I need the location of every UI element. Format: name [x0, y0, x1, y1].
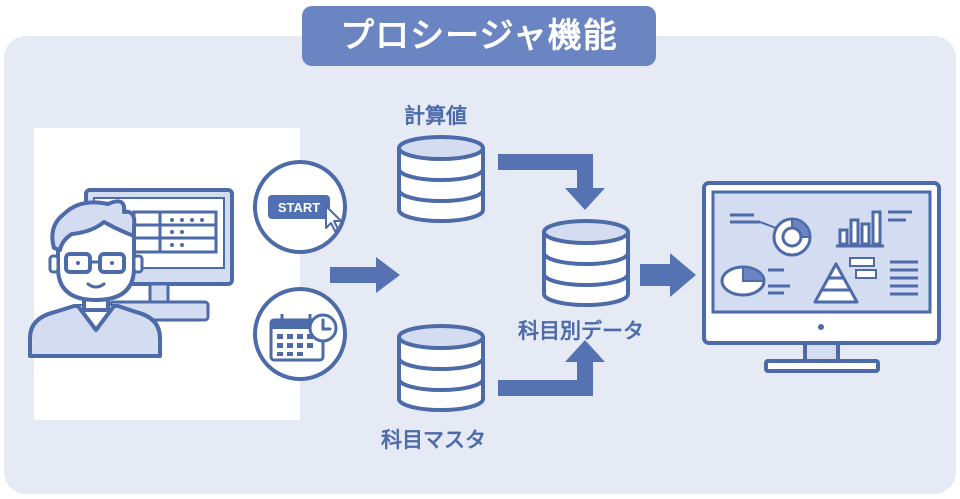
- person-icon: [28, 199, 162, 358]
- database-master-icon: [397, 324, 485, 412]
- database-by-subject-icon: [542, 219, 630, 307]
- start-trigger: START: [253, 160, 347, 254]
- diagram-title: プロシージャ機能: [302, 6, 656, 66]
- label-master: 科目マスタ: [381, 428, 486, 452]
- cursor-icon: [325, 205, 342, 232]
- label-calc: 計算値: [404, 104, 467, 128]
- label-by-subject: 科目別データ: [518, 319, 644, 343]
- clock-icon: [308, 313, 338, 343]
- arrow-calc-to-db-icon: [498, 154, 605, 210]
- arrow-to-dashboard-icon: [640, 253, 696, 297]
- schedule-trigger: [253, 287, 347, 381]
- start-button: [268, 195, 330, 219]
- start-button-label: START: [278, 200, 320, 215]
- database-calc-icon: [397, 135, 485, 223]
- user-card: [28, 128, 300, 420]
- dashboard-monitor-icon: [702, 181, 941, 373]
- arrow-right-icon: [330, 257, 400, 293]
- arrow-master-to-db-icon: [498, 340, 605, 396]
